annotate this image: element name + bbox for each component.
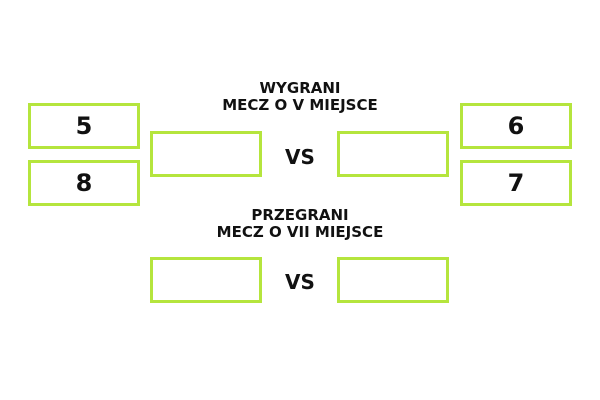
losers-match-heading: PRZEGRANI MECZ O VII MIEJSCE	[150, 207, 450, 241]
seed-box-6: 6	[460, 103, 572, 149]
winners-match-heading: WYGRANI MECZ O V MIEJSCE	[150, 80, 450, 114]
seed-box-5: 5	[28, 103, 140, 149]
seed-box-7: 7	[460, 160, 572, 206]
winners-vs-label: VS	[285, 145, 315, 169]
losers-right-slot	[337, 257, 449, 303]
winners-heading-line2: MECZ O V MIEJSCE	[222, 96, 378, 114]
winners-heading-line1: WYGRANI	[259, 79, 341, 97]
losers-heading-line2: MECZ O VII MIEJSCE	[216, 223, 384, 241]
losers-heading-line1: PRZEGRANI	[251, 206, 349, 224]
losers-left-slot	[150, 257, 262, 303]
losers-vs-label: VS	[285, 270, 315, 294]
seed-box-8: 8	[28, 160, 140, 206]
winners-right-slot	[337, 131, 449, 177]
winners-left-slot	[150, 131, 262, 177]
